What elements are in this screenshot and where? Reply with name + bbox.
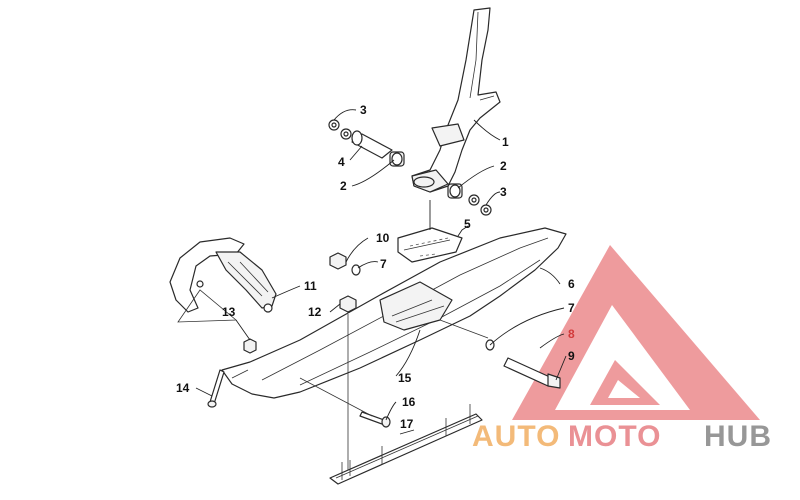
ski-handle xyxy=(169,237,277,313)
sleeve-assembly xyxy=(328,119,492,216)
callout-11: 11 xyxy=(304,279,317,293)
watermark-text: AUTO MOTO HUB xyxy=(472,420,772,453)
callout-3-right: 3 xyxy=(500,185,507,199)
watermark-triangle-small-cut xyxy=(608,380,640,398)
spindle-arm xyxy=(411,7,501,193)
callout-2-right: 2 xyxy=(500,159,507,173)
callout-10: 10 xyxy=(376,231,390,245)
callout-13: 13 xyxy=(222,305,236,319)
callout-9: 9 xyxy=(568,349,575,363)
ski-body xyxy=(221,227,567,399)
watermark-triangle-inner-cut xyxy=(555,305,690,410)
mount-bolts xyxy=(207,369,391,428)
watermark-hub: HUB xyxy=(704,420,772,453)
callout-4: 4 xyxy=(338,155,345,169)
wear-pad xyxy=(397,227,463,263)
watermark-triangle-small xyxy=(590,360,660,405)
pivot-bolt xyxy=(503,357,561,389)
watermark-logo xyxy=(512,245,760,420)
callout-15: 15 xyxy=(398,371,412,385)
wear-bar xyxy=(329,404,483,485)
callout-5: 5 xyxy=(464,217,471,231)
callout-labels: 1 2 2 3 3 4 5 6 7 7 8 9 10 11 12 13 14 1… xyxy=(176,103,575,431)
callout-14: 14 xyxy=(176,381,190,395)
leader-lines xyxy=(177,109,567,470)
hardware-nuts-washers xyxy=(196,252,495,354)
callout-6: 6 xyxy=(568,277,575,291)
callout-1: 1 xyxy=(502,135,509,149)
callout-7-right: 7 xyxy=(568,301,575,315)
callout-17: 17 xyxy=(400,417,414,431)
callout-7-left: 7 xyxy=(380,257,387,271)
callout-16: 16 xyxy=(402,395,416,409)
watermark-moto: MOTO xyxy=(568,420,661,453)
watermark-auto: AUTO xyxy=(472,420,560,453)
callout-12: 12 xyxy=(308,305,322,319)
callout-8: 8 xyxy=(568,327,575,341)
callout-3-upper-left: 3 xyxy=(360,103,367,117)
callout-2-lower-left: 2 xyxy=(340,179,347,193)
